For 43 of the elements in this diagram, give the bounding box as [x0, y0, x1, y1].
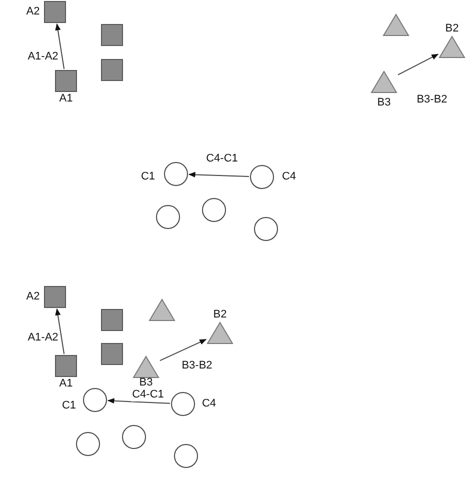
- shape-label: B3: [139, 378, 153, 388]
- arrow: [55, 308, 65, 354]
- square-shape: [44, 1, 66, 23]
- square-shape: [101, 24, 123, 46]
- square-shape: [55, 70, 77, 92]
- circle-shape: [164, 162, 188, 186]
- shape-label: C1: [140, 172, 156, 182]
- shape-label: B3: [377, 98, 391, 108]
- circle-shape: [202, 198, 226, 222]
- square-shape: [101, 59, 123, 81]
- square-shape: [101, 343, 123, 365]
- square-shape: [101, 309, 123, 331]
- edge-label: C4-C1: [131, 388, 165, 402]
- triangle-shape: [207, 322, 233, 344]
- shape-label: B2: [213, 310, 227, 320]
- shape-label: A1: [59, 94, 73, 104]
- shape-label: B2: [445, 24, 459, 34]
- circle-shape: [83, 388, 107, 412]
- circle-shape: [174, 444, 198, 468]
- triangle-shape: [149, 299, 175, 321]
- arrow: [55, 23, 65, 70]
- circle-shape: [122, 425, 146, 449]
- shape-label: C1: [62, 400, 76, 412]
- shape-label: C4: [282, 172, 296, 182]
- triangle-shape: [371, 71, 397, 93]
- triangle-shape: [133, 356, 159, 378]
- arrow: [107, 398, 170, 404]
- circle-shape: [171, 392, 195, 416]
- circle-shape: [254, 217, 278, 241]
- shape-label: C4: [202, 398, 216, 410]
- arrow: [398, 54, 439, 76]
- square-shape: [44, 286, 66, 308]
- shape-label: A2: [26, 6, 40, 18]
- square-shape: [55, 355, 77, 377]
- circle-shape: [76, 432, 100, 456]
- circle-shape: [156, 205, 180, 229]
- circle-shape: [250, 165, 274, 189]
- triangle-shape: [383, 14, 409, 36]
- arrow: [188, 172, 250, 178]
- shape-label: A1: [59, 378, 73, 390]
- triangle-shape: [439, 36, 465, 58]
- arrow: [160, 338, 207, 362]
- shape-label: A2: [26, 292, 40, 302]
